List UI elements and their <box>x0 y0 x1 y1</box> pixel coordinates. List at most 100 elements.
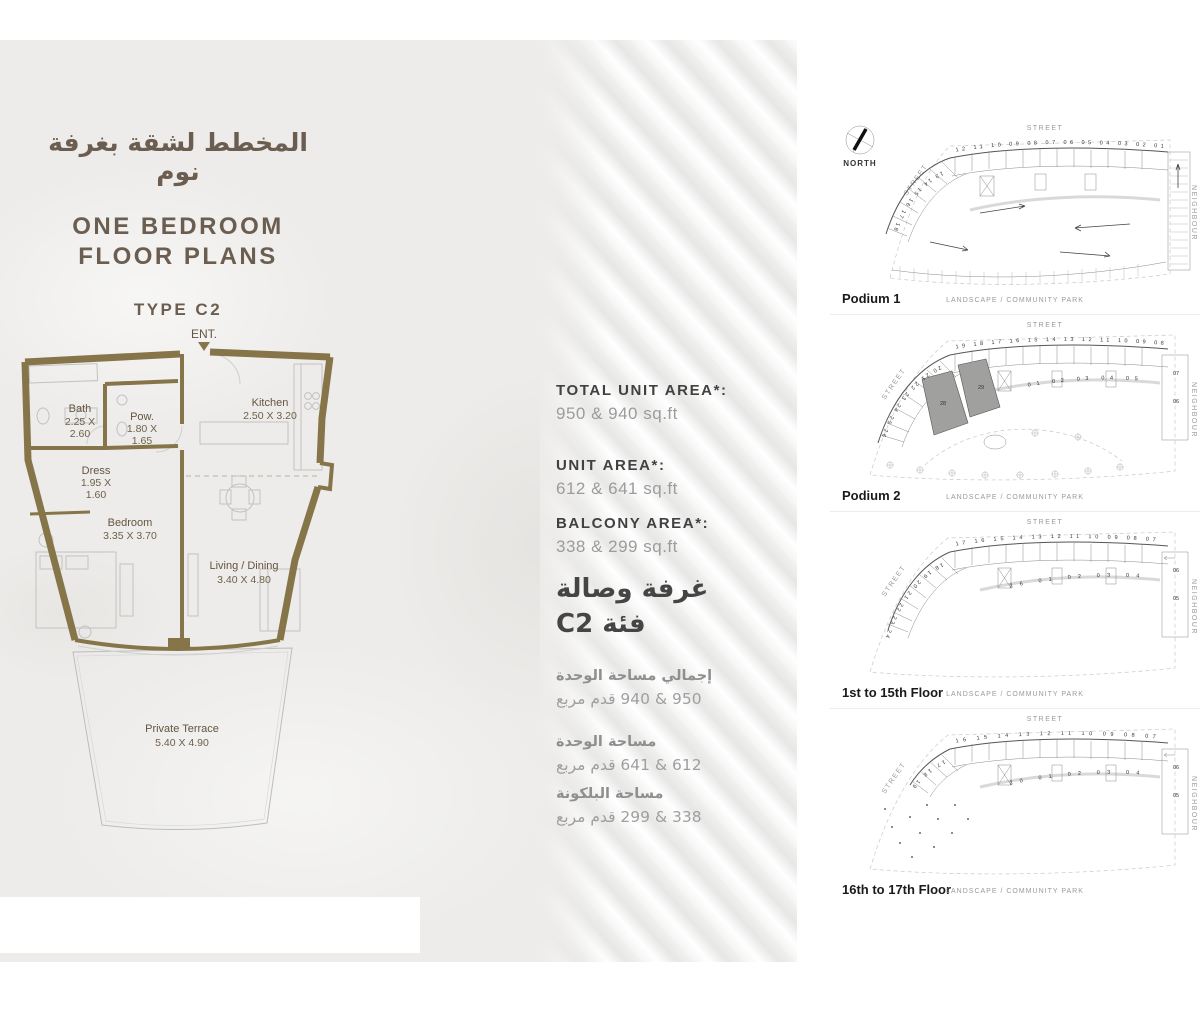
arabic-total-value: 950 & 940 قدم مربع <box>556 690 702 709</box>
arabic-title: المخطط لشقة بغرفة نوم <box>48 128 308 186</box>
top-unit-numbers: 12 11 10 09 08 07 06 05 04 03 02 01 <box>955 140 1164 154</box>
neighbour-label: NEIGHBOUR <box>1190 382 1197 438</box>
keyplan-svg-16th-17th: STREET STREET NEIGHBOUR <box>869 716 1197 875</box>
building-outline <box>909 738 1189 835</box>
building-outline <box>877 344 1189 466</box>
keyplan-title: Podium 1 <box>842 291 901 306</box>
roof-terrace-dots <box>884 804 969 858</box>
keyplan-card-16th-17th: STREET STREET NEIGHBOUR <box>830 708 1200 905</box>
keyplan-card-podium-2: STREET STREET NEIGHBOUR <box>828 311 1200 511</box>
landscape-park-label: LANDSCAPE / COMMUNITY PARK <box>946 888 1084 895</box>
living-dim: 3.40 X 4.80 <box>217 574 271 586</box>
walls <box>21 348 335 656</box>
entrance-label: ENT. <box>191 327 217 341</box>
highlighted-unit-29 <box>957 358 1001 418</box>
street-top-label: STREET <box>1027 519 1064 526</box>
arabic-head-line2: فئة C2 <box>556 609 646 640</box>
unit-areas-arabic: غرفة وصالة فئة C2 إجمالي مساحة الوحدة 95… <box>556 572 771 826</box>
type-label: TYPE C2 <box>133 300 223 319</box>
landscape-park-label: LANDSCAPE / COMMUNITY PARK <box>946 691 1084 698</box>
english-title-line2: FLOOR PLANS <box>78 243 278 270</box>
bath-dim1: 2.25 X <box>65 416 95 428</box>
arc-unit-numbers: 18 19 20 21 22 23 24 <box>884 561 944 638</box>
total-area-value: 950 & 940 sq.ft <box>556 404 678 423</box>
keyplan-card-1st-15th: STREET STREET NEIGHBOUR <box>830 511 1200 708</box>
pow-dim1: 1.80 X <box>127 423 157 435</box>
keyplan-svg-1st-15th: STREET STREET NEIGHBOUR <box>869 519 1197 678</box>
room-labels: Bath 2.25 X 2.60 Pow. 1.80 X 1.65 Kitche… <box>65 397 297 749</box>
keyplan-title: 1st to 15th Floor <box>842 685 944 700</box>
highlight-29-number: 29 <box>978 385 984 391</box>
side-unit-b: 05 <box>1173 793 1179 799</box>
bedroom-label: Bedroom <box>108 517 153 529</box>
landscape-park-label: LANDSCAPE / COMMUNITY PARK <box>946 494 1084 501</box>
kitchen-dim: 2.50 X 3.20 <box>243 410 297 422</box>
side-unit-b: 06 <box>1173 399 1179 405</box>
neighbour-label: NEIGHBOUR <box>1190 185 1197 241</box>
pow-dim2: 1.65 <box>132 435 153 447</box>
keyplan-svg-podium-2: STREET STREET NEIGHBOUR <box>828 311 1197 481</box>
street-top-label: STREET <box>1027 322 1064 329</box>
bath-label: Bath <box>69 403 92 415</box>
street-left-label: STREET <box>881 564 908 598</box>
arabic-balcony-label: مساحة البلكونة <box>556 786 664 803</box>
street-left-label: STREET <box>881 761 908 795</box>
side-unit-a: 06 <box>1173 765 1179 771</box>
side-unit-a: 06 <box>1173 568 1179 574</box>
top-unit-numbers: 16 15 14 13 12 11 10 09 08 07 <box>955 731 1156 745</box>
total-area-label: TOTAL UNIT AREA*: <box>556 382 728 399</box>
arabic-unit-value: 612 & 641 قدم مربع <box>556 756 702 775</box>
arc-unit-numbers: 20 21 22 23 24 25 26 27 <box>830 315 942 441</box>
living-label: Living / Dining <box>209 560 278 572</box>
building-outline <box>887 541 1189 639</box>
dress-dim1: 1.95 X <box>81 477 111 489</box>
left-page-background: المخطط لشقة بغرفة نوم ONE BEDROOM FLOOR … <box>0 40 797 962</box>
highlighted-unit-28 <box>921 370 969 436</box>
arabic-unit-label: مساحة الوحدة <box>556 734 657 751</box>
site-boundary <box>869 531 1176 678</box>
top-unit-numbers: 17 16 15 14 13 12 11 10 09 08 07 <box>955 534 1156 548</box>
building-outline <box>885 147 1191 284</box>
terrace-label: Private Terrace <box>145 723 219 735</box>
unit-area-value: 612 & 641 sq.ft <box>556 479 678 498</box>
neighbour-label: NEIGHBOUR <box>1190 579 1197 635</box>
neighbour-label: NEIGHBOUR <box>1190 776 1197 832</box>
terrace-dim: 5.40 X 4.90 <box>155 737 209 749</box>
arabic-balcony-value: 338 & 299 قدم مربع <box>556 808 702 827</box>
street-top-label: STREET <box>1027 716 1064 723</box>
unit-areas-english: TOTAL UNIT AREA*: 950 & 940 sq.ft UNIT A… <box>556 382 771 557</box>
top-unit-numbers: 19 18 17 16 15 14 13 12 11 10 09 08 <box>955 337 1164 351</box>
dress-label: Dress <box>82 465 111 477</box>
pow-label: Pow. <box>130 411 154 423</box>
site-boundary <box>869 334 1176 481</box>
terrace-outline <box>72 647 293 831</box>
north-label: NORTH <box>843 159 876 168</box>
balcony-area-value: 338 & 299 sq.ft <box>556 537 678 556</box>
keyplan-svg-podium-1: NORTH STREET STREET NEIGHBOUR <box>828 114 1197 285</box>
english-title-line1: ONE BEDROOM <box>72 213 284 240</box>
arabic-head-line1: غرفة وصالة <box>556 574 709 604</box>
keyplan-title: 16th to 17th Floor <box>842 882 952 897</box>
site-boundary <box>889 139 1171 285</box>
trees <box>886 429 1124 479</box>
highlight-28-number: 28 <box>940 401 946 407</box>
side-unit-a: 07 <box>1173 371 1179 377</box>
north-compass-icon <box>845 125 875 155</box>
dress-dim2: 1.60 <box>86 489 107 501</box>
bedroom-dim: 3.35 X 3.70 <box>103 530 157 542</box>
entrance-arrow-icon <box>198 342 210 351</box>
unit-floor-plan: ENT. <box>10 326 360 886</box>
page-fold-sheen <box>540 40 797 962</box>
floor-plan-svg: ENT. <box>21 327 335 831</box>
balcony-wall-stub <box>168 638 190 647</box>
key-plan-column: NORTH STREET STREET NEIGHBOUR <box>828 114 1200 905</box>
bath-dim2: 2.60 <box>70 428 91 440</box>
english-title: ONE BEDROOM FLOOR PLANS <box>28 212 328 272</box>
landscape-park-label: LANDSCAPE / COMMUNITY PARK <box>946 297 1084 304</box>
unit-area-label: UNIT AREA*: <box>556 457 666 474</box>
street-left-label: STREET <box>881 367 908 401</box>
keyplan-title: Podium 2 <box>842 488 901 503</box>
keyplan-card-podium-1: NORTH STREET STREET NEIGHBOUR <box>828 114 1200 314</box>
drive-arrows <box>929 163 1181 258</box>
